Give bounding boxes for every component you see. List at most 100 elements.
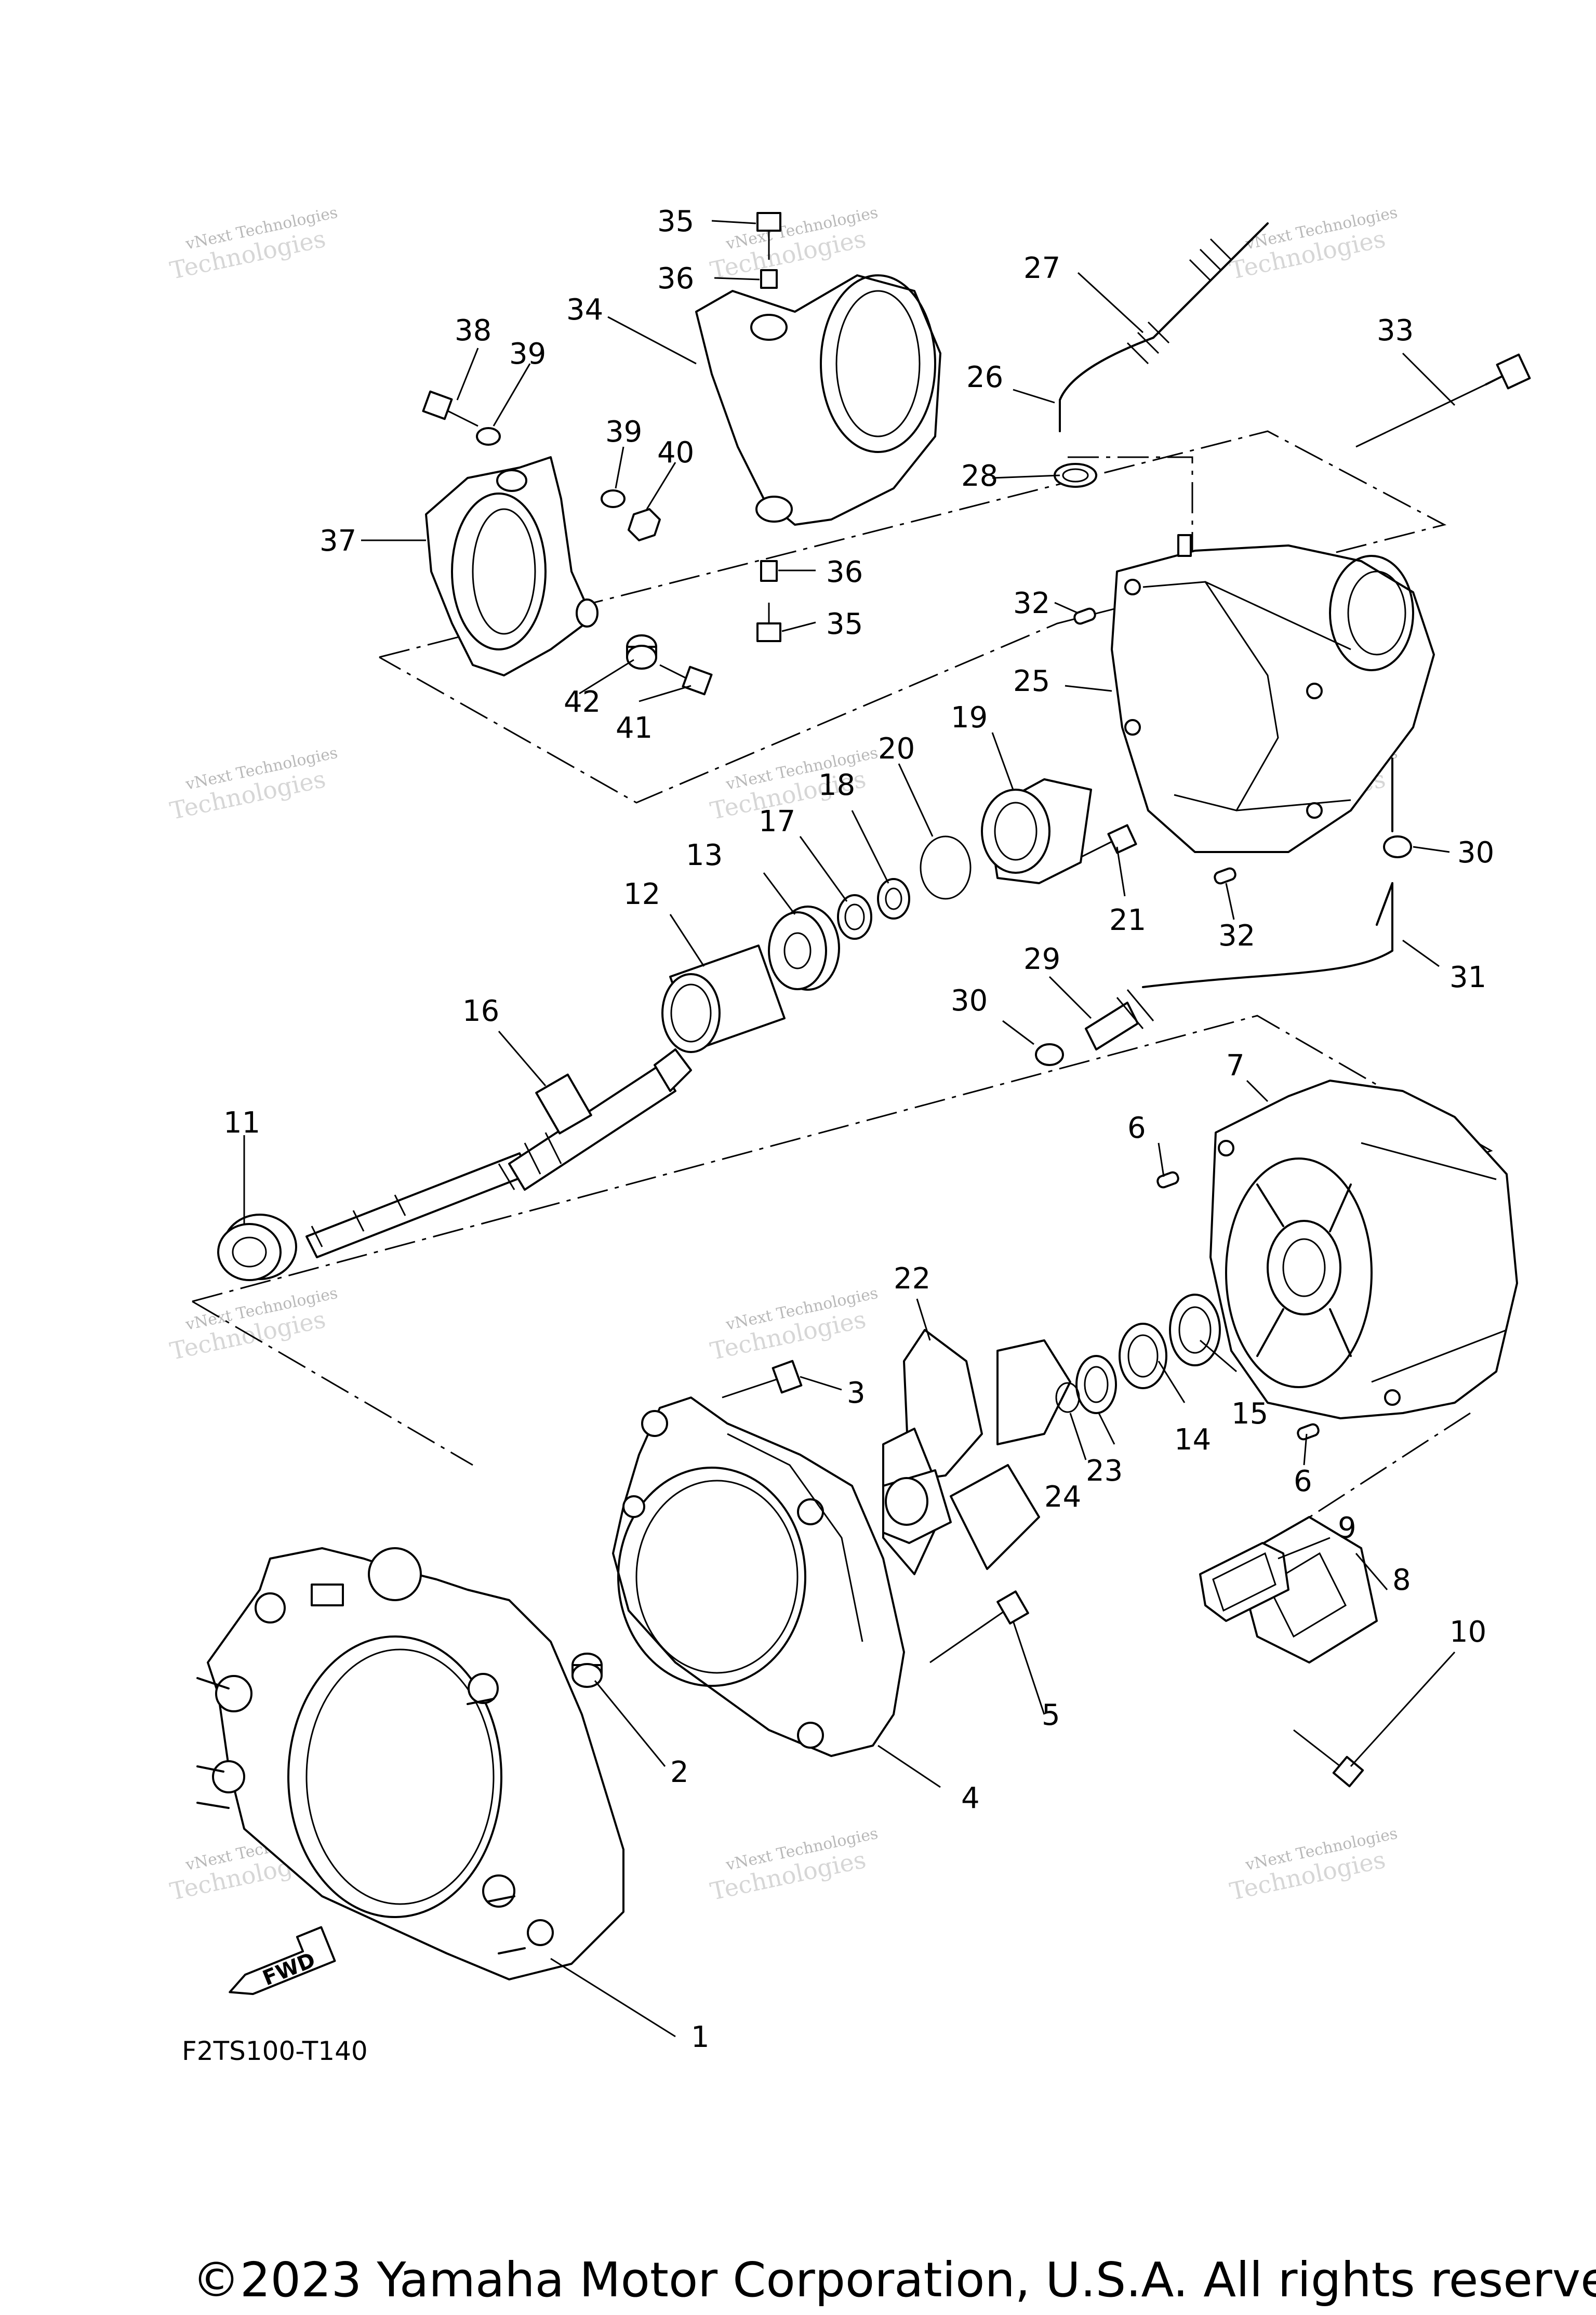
callout-37: 37 — [320, 524, 356, 558]
part-bolt-41 — [659, 664, 713, 696]
part-bolt-33 — [1355, 353, 1531, 448]
callout-22: 22 — [894, 1262, 930, 1296]
part-seal-15 — [1169, 1294, 1221, 1366]
part-bolt-38 — [422, 390, 478, 427]
part-oring-20 — [920, 835, 972, 900]
callout-25: 25 — [1013, 664, 1050, 698]
part-hose-31 — [1142, 757, 1393, 988]
part-impeller — [882, 1329, 1071, 1575]
callout-12: 12 — [623, 877, 660, 911]
callout-17: 17 — [759, 805, 795, 839]
part-pin-6a — [1156, 1171, 1179, 1189]
leader-lines — [243, 220, 1456, 2038]
watermark: vNext Technologies Technologies — [167, 744, 339, 825]
copyright-notice: ©2023 Yamaha Motor Corporation, U.S.A. A… — [192, 2252, 1596, 2308]
callout-35b: 35 — [826, 607, 863, 641]
part-bearing-11 — [217, 1214, 297, 1281]
part-bolt-10 — [1293, 1729, 1364, 1788]
watermark: vNext Technologies Technologies — [708, 204, 880, 285]
part-pin-6b — [1297, 1423, 1320, 1441]
part-seal-17 — [837, 894, 872, 940]
callout-10: 10 — [1449, 1615, 1486, 1649]
callout-32a: 32 — [1013, 587, 1050, 620]
callout-19: 19 — [951, 701, 988, 735]
callout-36b: 36 — [826, 555, 863, 589]
part-bearing-13 — [768, 906, 840, 991]
part-drive-shaft — [305, 1048, 692, 1258]
callout-36a: 36 — [657, 262, 694, 296]
part-seal-23 — [1075, 1355, 1117, 1414]
callout-18: 18 — [818, 768, 855, 802]
watermark: vNext Technologies Technologies — [1227, 204, 1399, 285]
callout-15: 15 — [1231, 1397, 1268, 1431]
watermark: vNext Technologies Technologies — [1227, 1825, 1399, 1906]
callout-6a: 6 — [1127, 1111, 1146, 1145]
part-sleeve-12 — [661, 944, 786, 1053]
callout-30a: 30 — [951, 984, 988, 1018]
fwd-label: FWD — [259, 1948, 318, 1991]
part-nut-18 — [877, 878, 910, 920]
callout-6b: 6 — [1294, 1465, 1312, 1498]
part-oring-24 — [1055, 1382, 1080, 1413]
part-washer-39a — [476, 427, 501, 446]
callout-39b: 39 — [605, 415, 642, 449]
callout-14: 14 — [1174, 1423, 1211, 1457]
callout-40: 40 — [657, 436, 694, 470]
callout-31: 31 — [1449, 961, 1486, 994]
callout-32b: 32 — [1218, 919, 1255, 953]
callout-28: 28 — [961, 459, 998, 493]
callout-39a: 39 — [509, 337, 546, 371]
part-bolt-5 — [929, 1590, 1029, 1664]
callout-27: 27 — [1023, 251, 1060, 285]
callout-33: 33 — [1377, 314, 1414, 348]
watermark: vNext Technologies Technologies — [708, 1284, 880, 1365]
callout-1: 1 — [691, 2020, 710, 2054]
part-bolt-3 — [722, 1360, 803, 1399]
part-bracket-37 — [425, 456, 598, 676]
callout-21: 21 — [1109, 903, 1146, 937]
callout-16: 16 — [462, 994, 499, 1028]
callout-9: 9 — [1338, 1511, 1356, 1545]
part-collar-36b — [760, 560, 778, 582]
part-pin-32b — [1214, 867, 1236, 885]
part-clip-30a — [1035, 1043, 1064, 1066]
part-clip-30b — [1383, 835, 1412, 858]
part-seal-14 — [1119, 1323, 1167, 1389]
part-gasket-9 — [1199, 1542, 1289, 1622]
callout-29: 29 — [1023, 942, 1060, 976]
part-bolt-21 — [1080, 824, 1137, 858]
part-hose-26 — [1059, 337, 1154, 432]
part-bolt-35a — [756, 212, 781, 260]
callout-34: 34 — [566, 293, 603, 327]
callout-41: 41 — [616, 711, 653, 745]
part-collar-36a — [760, 269, 778, 289]
part-jet-pump-housing — [612, 1396, 905, 1757]
part-nut-40 — [628, 508, 661, 541]
part-deflector-34 — [695, 274, 941, 526]
callout-24: 24 — [1044, 1480, 1081, 1514]
watermark: vNext Technologies Technologies — [167, 204, 339, 285]
callout-labels: 1 2 3 4 5 6 6 7 8 9 10 11 12 13 14 15 16… — [223, 205, 1494, 2054]
part-fitting-29 — [1085, 989, 1154, 1050]
part-intermediate-housing — [196, 1547, 624, 1980]
part-clip-28 — [1054, 463, 1097, 488]
callout-4: 4 — [961, 1781, 980, 1815]
callout-26: 26 — [966, 361, 1003, 394]
callout-42: 42 — [564, 685, 601, 719]
callout-23: 23 — [1086, 1454, 1123, 1488]
diagram-code: F2TS100-T140 — [182, 2036, 368, 2066]
fwd-arrow-icon: FWD — [229, 1926, 336, 1995]
callout-20: 20 — [878, 732, 915, 766]
callout-3: 3 — [847, 1376, 866, 1410]
callout-35a: 35 — [657, 205, 694, 238]
callout-8: 8 — [1392, 1563, 1411, 1597]
part-nozzle — [1111, 534, 1435, 853]
watermark: vNext Technologies Technologies — [708, 1825, 880, 1906]
part-collar-42 — [626, 634, 657, 670]
callout-13: 13 — [686, 839, 723, 872]
callout-2: 2 — [670, 1755, 689, 1789]
callout-11: 11 — [223, 1106, 260, 1140]
callout-30b: 30 — [1457, 836, 1494, 870]
part-pin-32a — [1073, 607, 1096, 625]
